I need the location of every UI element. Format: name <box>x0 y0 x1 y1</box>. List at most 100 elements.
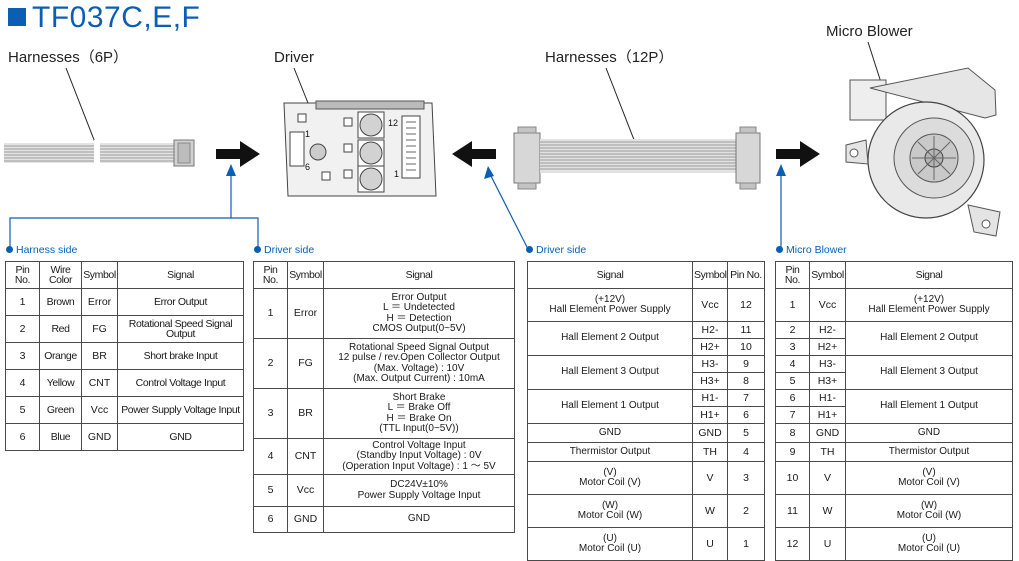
pin-number-cell: 1 <box>5 288 40 316</box>
pin-number-cell: 3 <box>253 388 288 439</box>
signal-cell: (V) Motor Coil (V) <box>845 461 1013 495</box>
pin-number-cell: 6 <box>253 506 288 533</box>
signal-cell: (W) Motor Coil (W) <box>527 494 693 528</box>
pin-number-cell: 8 <box>727 372 765 390</box>
pin-number-cell: 6 <box>727 406 765 424</box>
board-pin-12-label: 12 <box>388 118 398 128</box>
pin-number-cell: 9 <box>775 442 810 462</box>
symbol-cell: BR <box>287 388 324 439</box>
pin-number-cell: 1 <box>775 288 810 322</box>
pin-number-cell: 4 <box>253 438 288 475</box>
symbol-cell: H2+ <box>692 338 728 356</box>
symbol-cell: FG <box>287 338 324 389</box>
symbol-cell: H3- <box>692 355 728 373</box>
driver12-header-0: Signal <box>527 261 693 289</box>
signal-cell: Control Voltage Input (Standby Input Vol… <box>323 438 515 475</box>
symbol-cell: H1+ <box>692 406 728 424</box>
leader-line-driver <box>293 67 309 104</box>
board-pin-1-label: 1 <box>305 129 310 139</box>
pin-number-cell: 5 <box>5 396 40 424</box>
signal-cell: DC24V±10% Power Supply Voltage Input <box>323 474 515 507</box>
pin-number-cell: 5 <box>775 372 810 390</box>
signal-cell: (+12V) Hall Element Power Supply <box>527 288 693 322</box>
blower-header-1: Symbol <box>809 261 846 289</box>
symbol-cell: Vcc <box>287 474 324 507</box>
signal-cell: GND <box>323 506 515 533</box>
symbol-cell: TH <box>692 442 728 462</box>
signal-cell: (U) Motor Coil (U) <box>527 527 693 561</box>
signal-cell: Rotational Speed Signal Output 12 pulse … <box>323 338 515 389</box>
driver-header-1: Symbol <box>287 261 324 289</box>
pin-number-cell: 2 <box>253 338 288 389</box>
symbol-cell: H3+ <box>809 372 846 390</box>
wire-color-cell: Red <box>39 315 82 343</box>
pin-number-cell: 6 <box>5 423 40 451</box>
pin-number-cell: 3 <box>727 461 765 495</box>
table-row: H2+10 <box>528 338 765 356</box>
signal-cell: (W) Motor Coil (W) <box>845 494 1013 528</box>
driver-header-0: Pin No. <box>253 261 288 289</box>
table-row: H3+8 <box>528 372 765 390</box>
signal-cell: Error Output L ＝ Undetected H ＝ Detectio… <box>323 288 515 339</box>
pin-number-cell: 4 <box>5 369 40 397</box>
harness-header-1: Wire Color <box>39 261 82 289</box>
arrow-right-3 <box>776 141 820 167</box>
pin-number-cell: 3 <box>5 342 40 370</box>
pin-number-cell: 2 <box>775 321 810 339</box>
page-title: TF037C,E,F <box>32 1 201 34</box>
harness-12p-label: Harnesses（12P） <box>545 49 674 66</box>
pin-number-cell: 7 <box>775 406 810 424</box>
leader-line-harness12 <box>605 67 639 151</box>
symbol-cell: H2- <box>692 321 728 339</box>
signal-cell: Error Output <box>117 288 244 316</box>
pin-number-cell: 4 <box>727 442 765 462</box>
symbol-cell: H3- <box>809 355 846 373</box>
symbol-cell: CNT <box>287 438 324 475</box>
symbol-cell: Vcc <box>809 288 846 322</box>
symbol-cell: GND <box>81 423 118 451</box>
section-dot-icon <box>526 246 533 253</box>
driver-board-image <box>283 100 437 197</box>
arrow-right-1 <box>216 141 260 167</box>
pin-number-cell: 2 <box>5 315 40 343</box>
symbol-cell: GND <box>809 423 846 443</box>
wire-color-cell: Brown <box>39 288 82 316</box>
pin-number-cell: 1 <box>727 527 765 561</box>
title-marker <box>8 8 26 26</box>
section-driver-side-2: Driver side <box>526 244 586 257</box>
symbol-cell: TH <box>809 442 846 462</box>
pin-number-cell: 8 <box>775 423 810 443</box>
signal-cell: Power Supply Voltage Input <box>117 396 244 424</box>
harness-12p-image <box>513 126 761 190</box>
driver-side-connector <box>489 173 530 252</box>
symbol-cell: Error <box>287 288 324 339</box>
harness-6p-image <box>4 139 195 167</box>
wire-color-cell: Blue <box>39 423 82 451</box>
pin-number-cell: 10 <box>775 461 810 495</box>
micro-blower-image <box>845 67 1001 237</box>
symbol-cell: H1- <box>809 389 846 407</box>
arrow-left-2 <box>452 141 496 167</box>
blower-header-0: Pin No. <box>775 261 810 289</box>
pin-number-cell: 5 <box>727 423 765 443</box>
signal-cell: GND <box>117 423 244 451</box>
harness-side-connector <box>9 174 232 251</box>
signal-cell: Rotational Speed Signal Output <box>117 315 244 343</box>
